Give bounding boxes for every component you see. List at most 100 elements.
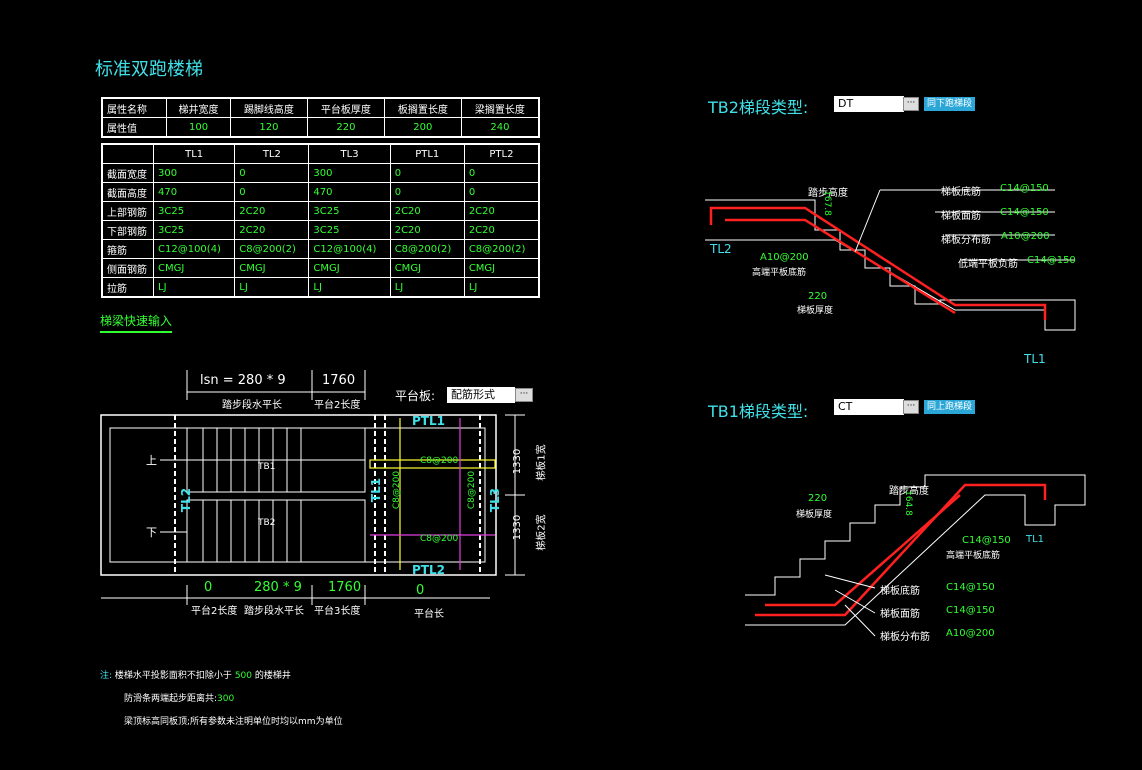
tb1-same-button[interactable]: 同上跑梯段 [924,400,976,414]
tb1-step-height-value[interactable]: 164.8 [902,490,913,516]
beam-cell[interactable]: 0 [234,163,310,183]
tb2-type-select-button[interactable]: ··· [903,97,919,111]
bottom-label-1: 平台2长度 [191,606,238,617]
beam-cell[interactable]: CMGJ [234,258,310,278]
tb2-bottom-rebar-value[interactable]: C14@150 [1000,183,1049,194]
platform-select[interactable]: 配筋形式 [447,387,515,403]
note-2b[interactable]: 300 [217,694,235,704]
tb2-high-bottom-label: 高端平板底筋 [752,268,807,278]
tb2-low-platform-value[interactable]: C14@150 [1027,255,1076,266]
beam-cell[interactable]: C8@200(2) [463,239,540,259]
table-row: 截面高度 470 0 470 0 0 [101,182,540,202]
tb1-type-select-button[interactable]: ··· [903,400,919,414]
platform-select-button[interactable]: ··· [515,388,533,402]
beam-cell[interactable]: 2C20 [463,201,540,221]
table-row: 箍筋 C12@100(4) C8@200(2) C12@100(4) C8@20… [101,239,540,259]
ptl2-label: PTL2 [412,563,445,577]
tl1-label: TL1 [369,477,384,503]
beam-cell[interactable]: LJ [389,277,465,298]
tb2-thickness-value[interactable]: 220 [808,291,828,302]
beam-cell[interactable]: 2C20 [234,201,310,221]
tb2-label: TB2 [258,518,276,528]
bottom-dim-formula[interactable]: 280 * 9 [254,580,302,595]
tb2-step-height-value[interactable]: 167.8 [821,190,832,216]
beam-cell[interactable]: 2C20 [389,220,465,240]
attr-value-cell[interactable]: 100 [166,117,231,138]
attr-value-cell[interactable]: 220 [306,117,385,138]
beam-cell[interactable]: CMGJ [152,258,236,278]
bottom-label-3: 平台3长度 [314,606,361,617]
tb2-high-bottom-value[interactable]: A10@200 [760,252,809,263]
tb1-high-bottom-value[interactable]: C14@150 [962,535,1011,546]
beam-cell[interactable]: 0 [389,182,465,202]
beam-cell[interactable]: CMGJ [308,258,391,278]
tb1-bottom-rebar-label: 梯板底筋 [880,586,920,597]
beam-cell[interactable]: 2C20 [389,201,465,221]
beam-cell[interactable]: C8@200(2) [389,239,465,259]
plan-top-formula[interactable]: lsn = 280 * 9 [200,373,286,388]
table-row: 下部钢筋 3C25 2C20 3C25 2C20 2C20 [101,220,540,240]
beam-cell[interactable]: 2C20 [463,220,540,240]
tb2-thickness-label: 梯板厚度 [797,306,834,316]
c8-left-label[interactable]: C8@200 [392,470,403,510]
plan-top-label1: 踏步段水平长 [222,400,282,411]
attr-header: 踢脚线高度 [229,97,308,118]
beam-cell[interactable]: 2C20 [234,220,310,240]
plan-top-value[interactable]: 1760 [322,373,356,388]
c8-top-label[interactable]: C8@200 [420,456,459,466]
tb1-dist-rebar-value[interactable]: A10@200 [946,628,995,639]
bottom-label-2: 踏步段水平长 [244,606,304,617]
beam-cell[interactable]: C12@100(4) [308,239,391,259]
tb1-top-rebar-value[interactable]: C14@150 [946,605,995,616]
bottom-dim-0b[interactable]: 0 [416,583,425,598]
beam-table: TL1 TL2 TL3 PTL1 PTL2 截面宽度 300 0 300 0 0… [101,143,540,298]
bottom-dim-0a[interactable]: 0 [204,580,213,595]
beam-cell[interactable]: LJ [234,277,310,298]
note-1b[interactable]: 500 [234,671,252,681]
tb2-tl2-label: TL2 [710,242,732,256]
beam-cell[interactable]: C12@100(4) [152,239,236,259]
tb2-same-button[interactable]: 同下跑梯段 [924,97,976,111]
beam-cell[interactable]: 3C25 [152,201,236,221]
beam-cell[interactable]: 470 [308,182,391,202]
note-1c: 的楼梯井 [254,671,291,681]
tb2-top-rebar-value[interactable]: C14@150 [1000,207,1049,218]
tb2-type-select[interactable]: DT [834,96,904,112]
beam-cell[interactable]: CMGJ [389,258,465,278]
c8-right-label[interactable]: C8@200 [467,470,478,510]
tb1-type-label: TB1梯段类型: [708,402,809,421]
attr-value-cell[interactable]: 240 [460,117,540,138]
lbl-right-2: 梯板2宽 [536,514,548,551]
c8-bottom-label[interactable]: C8@200 [420,534,459,544]
dim-right-1[interactable]: 1330 [512,448,524,475]
beam-cell[interactable]: 300 [308,163,391,183]
row-name: 截面高度 [101,182,154,202]
beam-cell[interactable]: CMGJ [463,258,540,278]
beam-cell[interactable]: 0 [463,182,540,202]
beam-cell[interactable]: 0 [389,163,465,183]
beam-cell[interactable]: 3C25 [152,220,236,240]
beam-cell[interactable]: 0 [463,163,540,183]
beam-cell[interactable]: LJ [152,277,236,298]
bottom-dim-1760[interactable]: 1760 [328,580,362,595]
attr-value-cell[interactable]: 120 [229,117,308,138]
tl2-label: TL2 [179,487,194,513]
beam-cell[interactable]: 470 [152,182,236,202]
row-name: 截面宽度 [101,163,154,183]
beam-cell[interactable]: LJ [463,277,540,298]
beam-cell[interactable]: LJ [308,277,391,298]
tb1-bottom-rebar-value[interactable]: C14@150 [946,582,995,593]
quick-input-link[interactable]: 梯梁快速输入 [100,312,173,333]
tb2-dist-rebar-value[interactable]: A10@200 [1001,231,1050,242]
tb1-thickness-value[interactable]: 220 [808,493,828,504]
beam-cell[interactable]: 300 [152,163,236,183]
dim-right-2[interactable]: 1330 [512,514,524,541]
attr-value-cell[interactable]: 200 [383,117,462,138]
beam-cell[interactable]: 0 [234,182,310,202]
beam-column-header: TL3 [308,143,391,164]
beam-cell[interactable]: 3C25 [308,220,391,240]
beam-cell[interactable]: 3C25 [308,201,391,221]
beam-cell[interactable]: C8@200(2) [234,239,310,259]
tb1-type-select[interactable]: CT [834,399,904,415]
attr-header: 平台板厚度 [306,97,385,118]
